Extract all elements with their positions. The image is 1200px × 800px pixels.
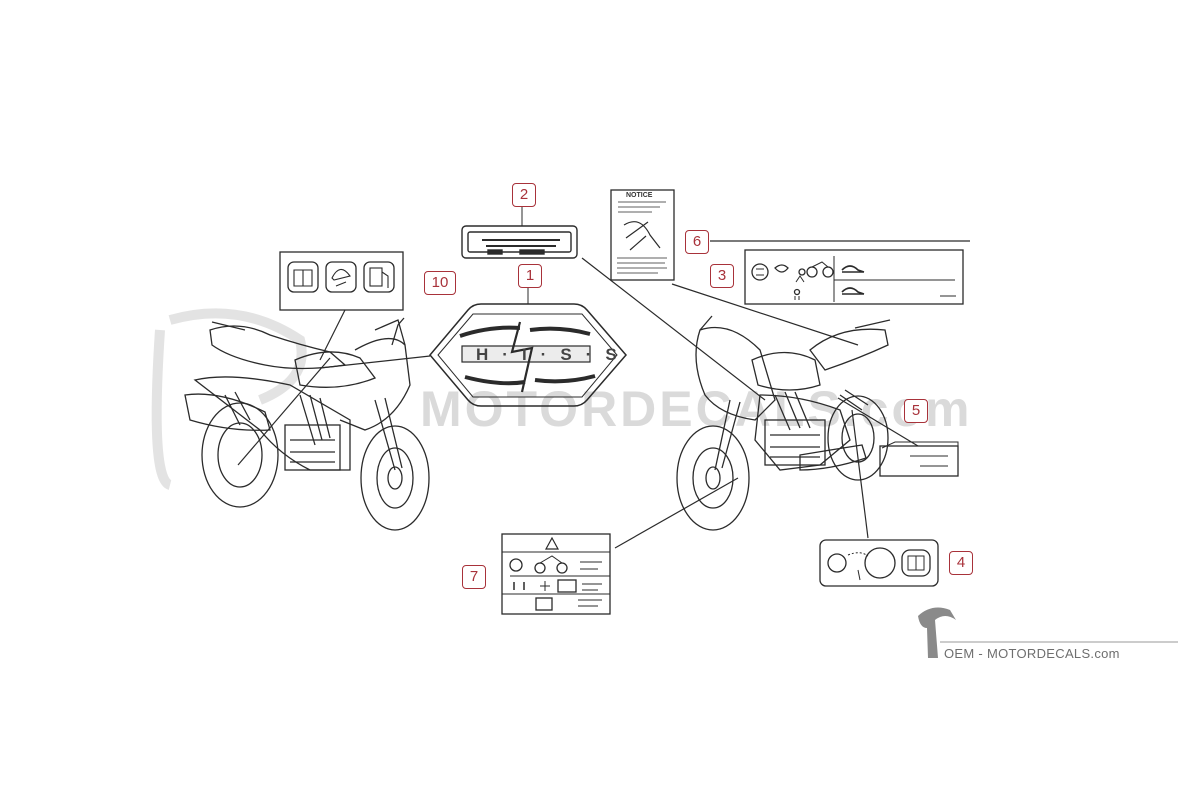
left-motorcycle-illustration xyxy=(184,317,430,531)
callout-1: 1 xyxy=(518,264,542,288)
leader-lines xyxy=(237,257,919,549)
notice-sheet-title: NOTICE xyxy=(626,192,653,199)
callout-5: 5 xyxy=(904,399,928,423)
callout-3: 3 xyxy=(710,264,734,288)
decal-6-notice-sheet xyxy=(610,189,675,281)
callout-2: 2 xyxy=(512,183,536,207)
callout-4: 4 xyxy=(949,551,973,575)
decal-10-icon-label xyxy=(279,251,404,311)
decal-4-label xyxy=(819,539,939,587)
decal-2-plate xyxy=(461,225,578,259)
decal-3-warning-label xyxy=(744,249,964,305)
brand-footer-text: OEM - MOTORDECALS.com xyxy=(944,646,1120,661)
watermark-logo xyxy=(151,308,307,490)
callout-6: 6 xyxy=(685,230,709,254)
toucan-logo-icon xyxy=(918,607,956,658)
hiss-letters: H·I·S·S xyxy=(476,345,631,364)
callout-10: 10 xyxy=(424,271,456,295)
decal-5-label xyxy=(879,441,959,477)
decal-7-safety-label xyxy=(501,533,611,615)
watermark-text: MOTORDECALS.com xyxy=(420,381,973,437)
decal-1-hiss-diamond xyxy=(429,303,627,407)
callout-7: 7 xyxy=(462,565,486,589)
right-motorcycle-illustration xyxy=(676,315,891,531)
